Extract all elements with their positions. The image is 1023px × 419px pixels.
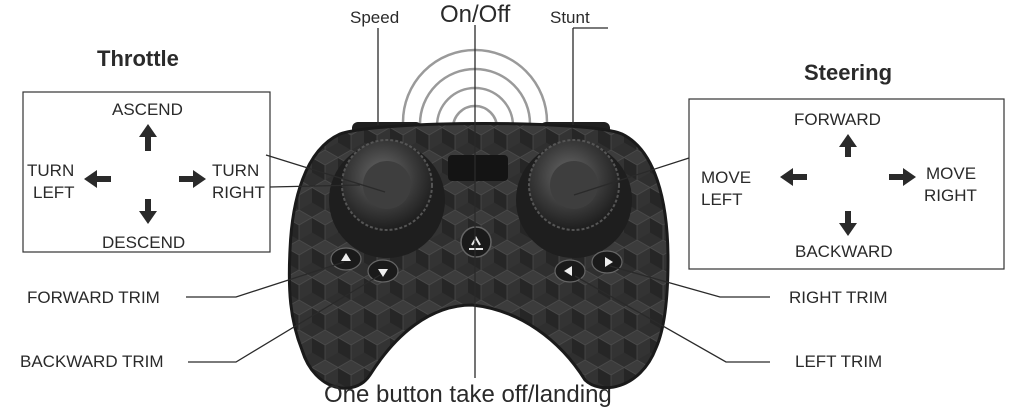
move-left-line1: MOVE <box>701 168 752 187</box>
ascend-label: ASCEND <box>112 100 183 119</box>
backward-trim-button <box>367 259 399 283</box>
steering-arrows <box>780 134 916 236</box>
takeoff-landing-button <box>460 226 492 258</box>
backward-arrow-icon <box>839 211 857 236</box>
stunt-label: Stunt <box>550 8 590 27</box>
turn-right-label: TURN RIGHT <box>212 160 265 204</box>
turn-right-arrow-icon <box>179 170 206 188</box>
onoff-label: On/Off <box>440 1 511 28</box>
turn-right-line1: TURN <box>212 161 260 180</box>
turn-right-line2: RIGHT <box>212 183 265 202</box>
leader-lines <box>186 25 770 378</box>
move-left-label: MOVE LEFT <box>701 167 751 211</box>
forward-label: FORWARD <box>794 110 881 129</box>
backward-trim-label: BACKWARD TRIM <box>20 352 164 371</box>
speed-label: Speed <box>350 8 400 27</box>
left-trim-button <box>554 259 586 283</box>
controller-body <box>287 122 670 390</box>
takeoff-landing-label: One button take off/landing <box>324 381 612 408</box>
left-trim-label: LEFT TRIM <box>795 352 883 371</box>
ascend-arrow-icon <box>139 124 157 151</box>
move-right-arrow-icon <box>889 168 916 186</box>
throttle-title: Throttle <box>97 46 179 71</box>
backward-label: BACKWARD <box>795 242 893 261</box>
forward-trim-label: FORWARD TRIM <box>27 288 160 307</box>
move-left-arrow-icon <box>780 168 807 186</box>
move-right-line2: RIGHT <box>924 186 977 205</box>
steering-title: Steering <box>804 60 893 85</box>
turn-left-line1: TURN <box>27 161 75 180</box>
move-right-label: MOVE RIGHT <box>924 163 977 207</box>
steering-box <box>688 98 1005 270</box>
descend-arrow-icon <box>139 199 157 224</box>
right-trim-label: RIGHT TRIM <box>789 288 888 307</box>
move-right-line1: MOVE <box>926 164 977 183</box>
forward-trim-button <box>330 247 362 271</box>
move-left-line2: LEFT <box>701 190 743 209</box>
takeoff-icon <box>469 235 483 250</box>
turn-left-line2: LEFT <box>33 183 75 202</box>
throttle-box <box>22 91 271 253</box>
turn-left-label: TURN LEFT <box>27 160 75 204</box>
throttle-arrows <box>84 124 206 224</box>
right-trim-button <box>591 250 623 274</box>
forward-arrow-icon <box>839 134 857 157</box>
turn-left-arrow-icon <box>84 170 111 188</box>
descend-label: DESCEND <box>102 233 186 252</box>
